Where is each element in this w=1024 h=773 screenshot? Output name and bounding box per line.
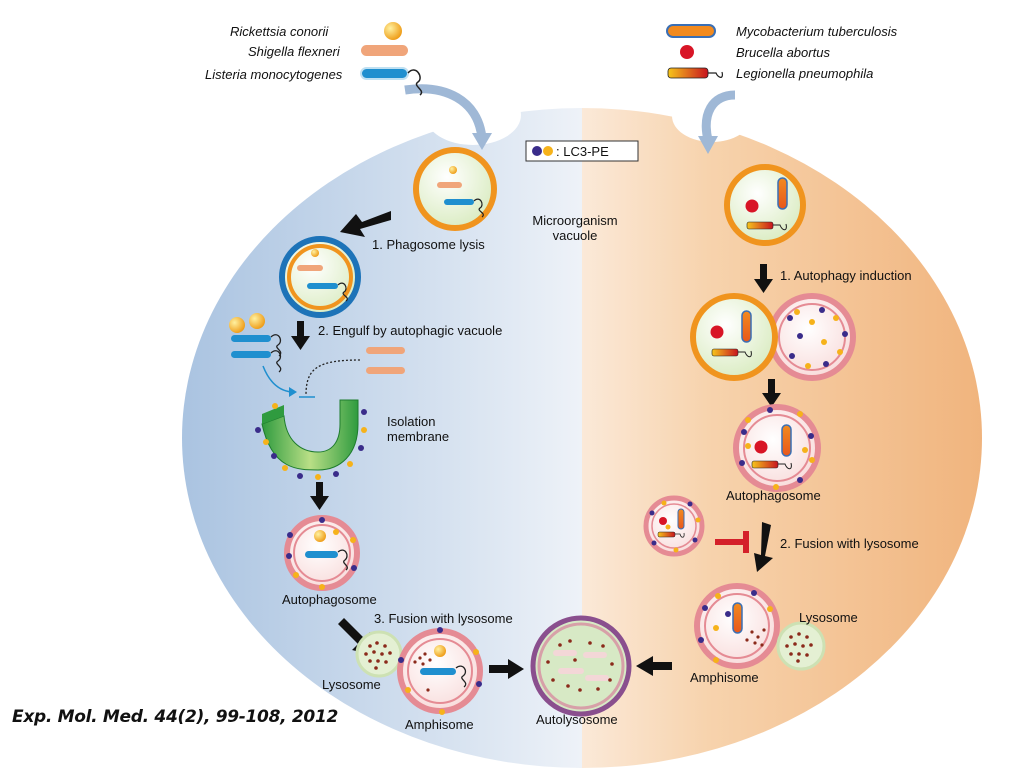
arrow-engulf — [297, 321, 304, 337]
lysosome-left-label: Lysosome — [322, 677, 381, 692]
step1-phagosome-lysis-label: 1. Phagosome lysis — [372, 237, 485, 252]
autophagosome-left-lc3 — [286, 517, 357, 590]
lc3-key-label: : LC3-PE — [556, 144, 609, 159]
isolation-membrane-lc3 — [255, 403, 367, 480]
free-listeria — [231, 335, 271, 342]
microorganism-vacuole-left — [413, 147, 497, 231]
isolation-membrane-label: Isolation membrane — [387, 414, 450, 444]
legionella-tail-icon — [708, 71, 723, 78]
entry-arrow-left-head — [472, 133, 492, 150]
microorganism-vacuole-label: Microorganism vacuole — [532, 213, 618, 243]
free-rickettsia — [229, 317, 245, 333]
autophagosome-right-label: Autophagosome — [726, 488, 821, 503]
legend-rickettsia-label: Rickettsia conorii — [230, 24, 329, 39]
inhibition-arrow — [715, 539, 743, 545]
listeria-in-vacuole — [444, 199, 474, 205]
lysosome-left-contents — [364, 641, 392, 670]
legend-brucella-label: Brucella abortus — [736, 45, 830, 60]
isolation-membrane — [261, 399, 359, 471]
listeria-tail-icon — [407, 69, 423, 96]
lc3-key-box — [525, 140, 639, 162]
lysosome-right-label: Lysosome — [799, 610, 858, 625]
lysosome-left — [355, 630, 403, 678]
lysed-phagosome-inner — [287, 244, 353, 310]
arrow-to-autolysosome-right — [652, 662, 672, 670]
entry-notch-right — [672, 90, 752, 142]
lysosome-right — [776, 621, 826, 671]
amphisome-right-label: Amphisome — [690, 670, 759, 685]
autolysosome-label: Autolysosome — [536, 712, 618, 727]
arrow-fusion-right — [754, 522, 773, 572]
step2-fusion-right-label: 2. Fusion with lysosome — [780, 536, 919, 551]
arrow-to-autolysosome-left — [489, 665, 509, 673]
arrow-phagosome-lysis — [340, 211, 391, 237]
microorganism-vacuole-right — [724, 164, 806, 246]
listeria-icon — [360, 67, 409, 80]
step1-autophagy-induction-label: 1. Autophagy induction — [780, 268, 912, 283]
shigella-icon — [361, 45, 408, 56]
autolysosome-contents — [546, 639, 614, 692]
amphisome-left-label: Amphisome — [405, 717, 474, 732]
autophagosome-small — [643, 495, 705, 557]
lc3-key-blue-icon — [532, 146, 542, 156]
rickettsia-in-vacuole — [449, 166, 457, 174]
entry-arrow-right-head — [698, 136, 718, 154]
arrow-to-autophagosome-right — [768, 379, 775, 394]
arrow-to-autophagosome-left — [316, 482, 323, 497]
autophagosome-left-label: Autophagosome — [282, 592, 377, 607]
step2-engulf-label: 2. Engulf by autophagic vacuole — [318, 323, 503, 338]
vacuole-right-pair — [690, 293, 778, 381]
mycobacterium-icon — [666, 24, 716, 38]
arrow-autophagy-induction — [760, 264, 767, 280]
autolysosome — [530, 615, 632, 717]
autophagic-vacuole-right — [768, 293, 856, 381]
legend-shigella-label: Shigella flexneri — [248, 44, 340, 59]
entry-arrow-left — [404, 84, 487, 139]
entry-arrow-right — [701, 90, 736, 142]
rickettsia-icon — [384, 22, 402, 40]
citation: Exp. Mol. Med. 44(2), 99-108, 2012 — [12, 707, 339, 727]
lysed-phagosome-outer — [279, 236, 361, 318]
brucella-icon — [680, 45, 694, 59]
shigella-in-vacuole — [437, 182, 462, 188]
legionella-icon — [667, 67, 709, 79]
free-shigella — [366, 347, 405, 354]
step3-fusion-label: 3. Fusion with lysosome — [374, 611, 513, 626]
legend-legionella-label: Legionella pneumophila — [736, 66, 874, 81]
legend-mycobacterium-label: Mycobacterium tuberculosis — [736, 24, 898, 39]
legend-listeria-label: Listeria monocytogenes — [205, 67, 343, 82]
lc3-key-orange-icon — [543, 146, 553, 156]
